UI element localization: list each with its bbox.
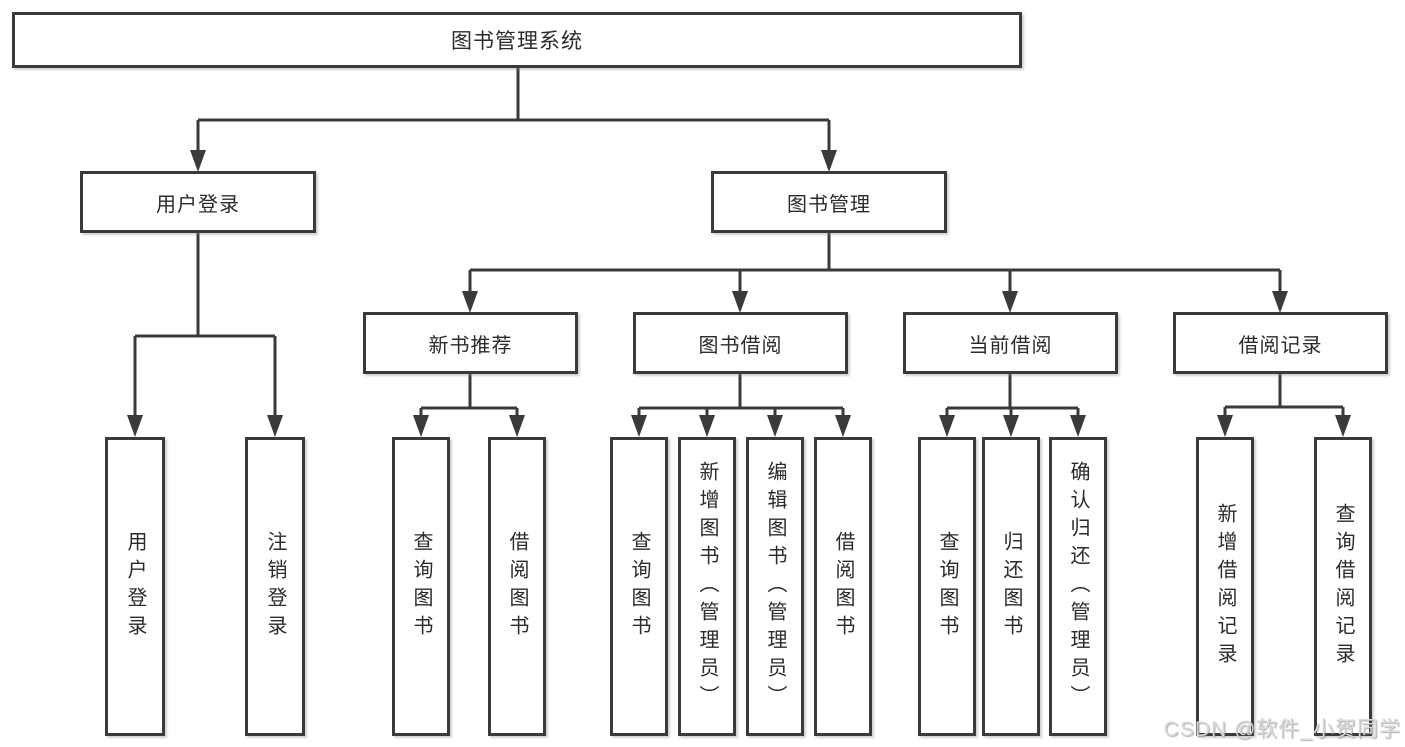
node-label: 借阅图书 — [506, 530, 528, 643]
node-borrow-records: 借阅记录 — [1173, 312, 1388, 374]
node-label: 查询借阅记录 — [1332, 502, 1354, 671]
leaf-add-books-admin: 新增图书（管理员） — [678, 437, 736, 736]
node-label: 查询图书 — [410, 530, 432, 643]
node-book-management: 图书管理 — [711, 171, 947, 233]
csdn-watermark: CSDN @软件_小贺同学 — [1163, 718, 1401, 741]
node-label: 确认归还（管理员） — [1067, 460, 1089, 713]
node-root-system: 图书管理系统 — [12, 12, 1022, 68]
node-label: 查询图书 — [936, 530, 958, 643]
node-label: 当前借阅 — [968, 334, 1053, 357]
node-label: 新书推荐 — [428, 334, 513, 357]
leaf-borrow-books: 借阅图书 — [814, 437, 872, 736]
node-label: 用户登录 — [124, 530, 146, 643]
leaf-edit-books-admin: 编辑图书（管理员） — [746, 437, 804, 736]
node-new-book-recommend: 新书推荐 — [363, 312, 578, 374]
arrowheads — [127, 150, 1351, 437]
leaf-add-borrow-record: 新增借阅记录 — [1196, 437, 1254, 736]
node-label: 图书借阅 — [698, 334, 783, 357]
leaf-query-books-current: 查询图书 — [918, 437, 976, 736]
leaf-return-books: 归还图书 — [982, 437, 1040, 736]
leaf-confirm-return-admin: 确认归还（管理员） — [1049, 437, 1107, 736]
node-book-borrow: 图书借阅 — [633, 312, 848, 374]
node-label: 图书管理系统 — [451, 30, 583, 53]
node-label: 新增借阅记录 — [1214, 502, 1236, 671]
node-label: 归还图书 — [1000, 530, 1022, 643]
node-label: 借阅记录 — [1238, 334, 1323, 357]
leaf-borrow-books-recommend: 借阅图书 — [488, 437, 546, 736]
leaf-query-books-recommend: 查询图书 — [392, 437, 450, 736]
node-label: 编辑图书（管理员） — [764, 460, 786, 713]
node-current-borrow: 当前借阅 — [903, 312, 1118, 374]
node-label: 用户登录 — [156, 193, 240, 216]
node-label: 借阅图书 — [832, 530, 854, 643]
leaf-user-login: 用户登录 — [105, 437, 165, 736]
node-user-login: 用户登录 — [80, 171, 316, 233]
leaf-query-books-borrow: 查询图书 — [610, 437, 668, 736]
leaf-logout: 注销登录 — [245, 437, 305, 736]
node-label: 新增图书（管理员） — [696, 460, 718, 713]
leaf-query-borrow-record: 查询借阅记录 — [1314, 437, 1372, 736]
node-label: 图书管理 — [787, 193, 871, 216]
node-label: 注销登录 — [264, 530, 286, 643]
node-label: 查询图书 — [628, 530, 650, 643]
